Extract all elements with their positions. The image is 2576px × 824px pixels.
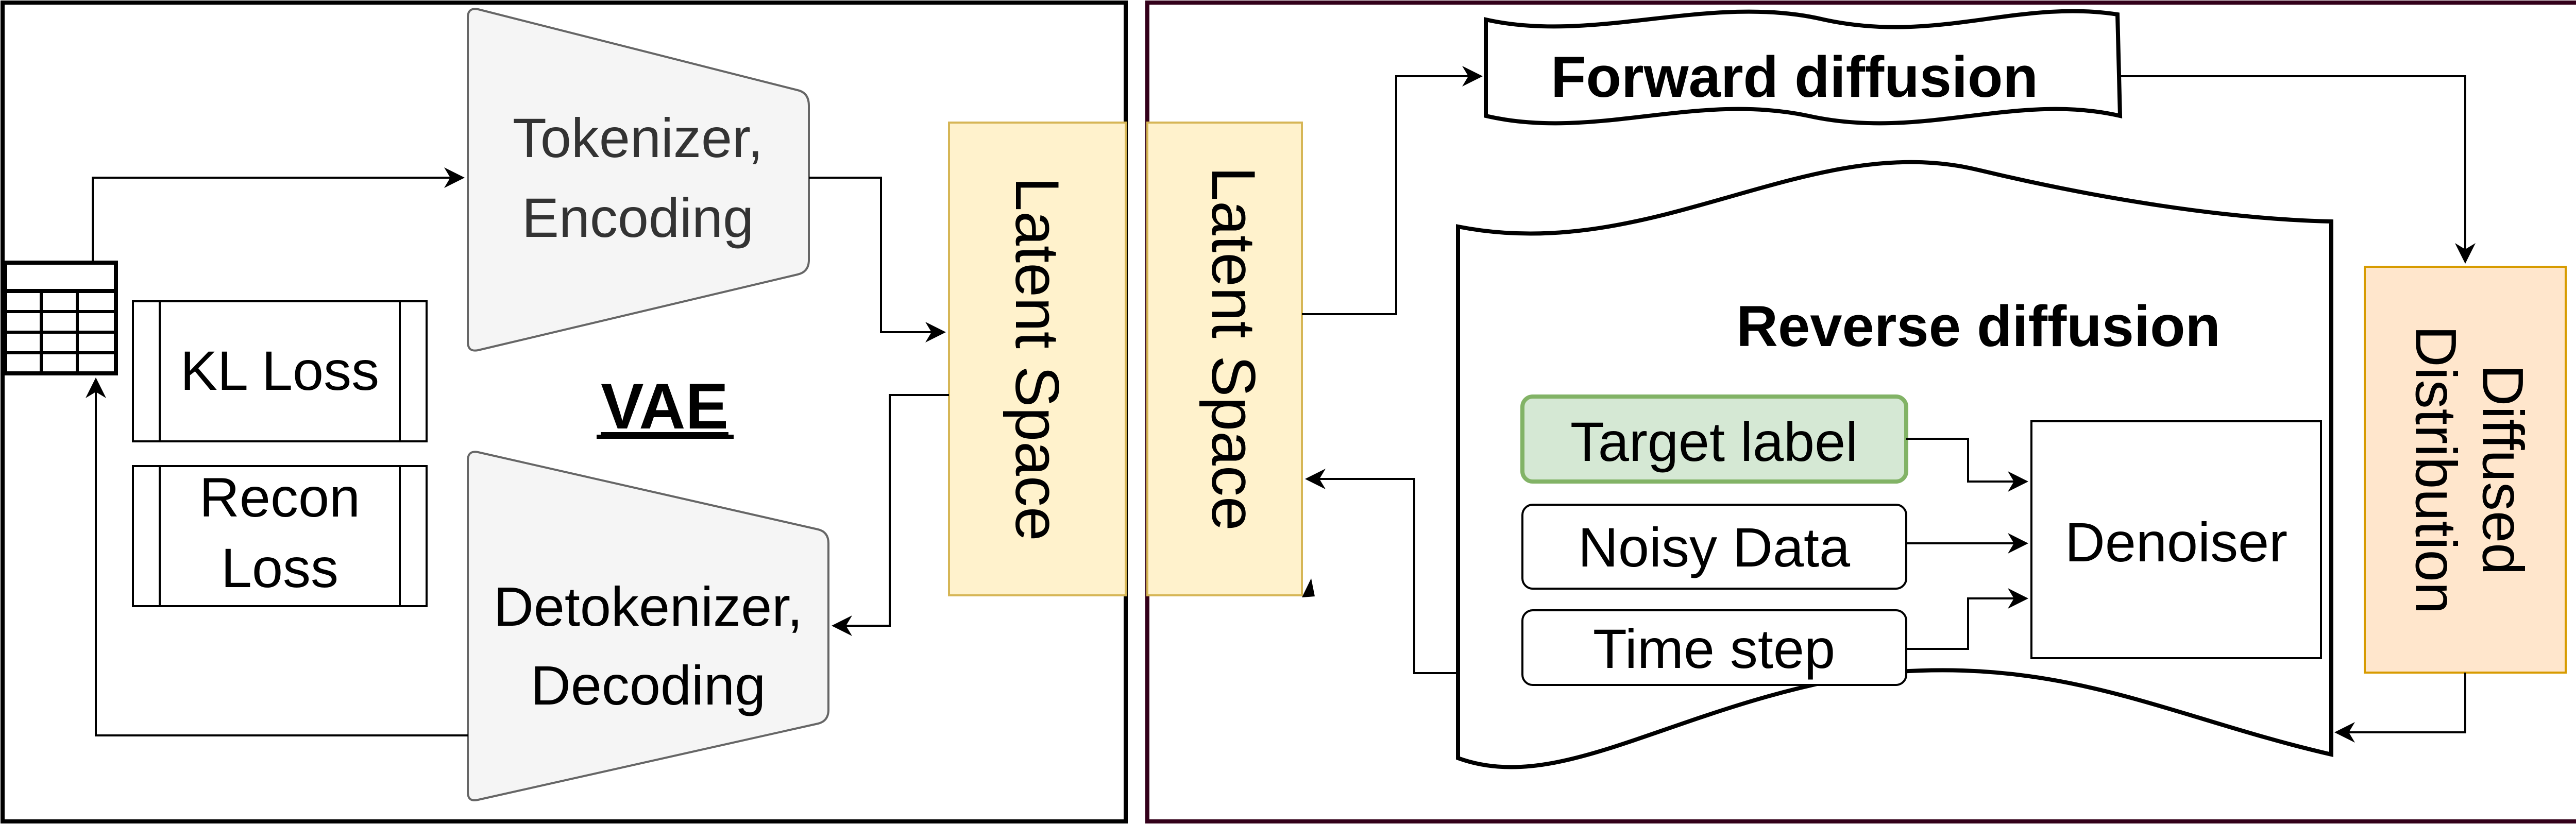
encoder-trapezoid xyxy=(467,8,810,352)
diffused-label-line-2: Distribution xyxy=(2404,325,2468,614)
arrow-reverse-to-latent xyxy=(1305,469,1458,674)
recon-loss-box xyxy=(132,465,428,607)
target-label-text: Target label xyxy=(1570,410,1858,473)
arrow-encoder-to-latent xyxy=(809,177,946,342)
diffused-distribution-box xyxy=(2364,266,2567,674)
denoiser-box xyxy=(2030,420,2322,659)
latent-space-left-box xyxy=(948,122,1127,596)
vae-title: VAE xyxy=(601,371,728,442)
latent-space-left-label: Latent Space xyxy=(1003,177,1072,541)
arrow-time-to-denoiser xyxy=(1906,588,2028,650)
diffused-label-line-1: Diffused xyxy=(2471,365,2535,575)
arrow-latent-to-forward xyxy=(1302,66,1483,315)
small-arrow-tick xyxy=(1302,578,1315,597)
kl-loss-label: KL Loss xyxy=(180,339,379,402)
reverse-diffusion-label: Reverse diffusion xyxy=(1736,294,2221,358)
noisy-data-box xyxy=(1521,504,1907,590)
arrow-latent-to-decoder xyxy=(832,394,949,636)
table-icon xyxy=(3,261,118,375)
forward-diffusion-shape xyxy=(1484,9,2123,126)
time-step-box xyxy=(1521,609,1907,686)
encoder-label-line-1: Tokenizer, xyxy=(513,107,763,169)
encoder-label-line-2: Encoding xyxy=(522,186,754,249)
decoder-label-line-1: Detokenizer, xyxy=(494,575,803,638)
kl-loss-box xyxy=(132,300,428,442)
arrow-forward-to-diffused xyxy=(2120,75,2476,264)
decoder-label-line-2: Decoding xyxy=(531,654,766,716)
arrow-target-to-denoiser xyxy=(1906,438,2028,492)
time-step-text: Time step xyxy=(1593,617,1835,680)
recon-loss-label-line-1: Recon xyxy=(199,466,360,528)
latent-space-right-box xyxy=(1146,122,1303,596)
forward-diffusion-label: Forward diffusion xyxy=(1551,45,2038,109)
latent-space-right-label: Latent Space xyxy=(1199,166,1268,530)
arrow-table-to-encoder xyxy=(92,167,465,263)
noisy-data-text: Noisy Data xyxy=(1578,516,1851,578)
arrow-diffused-to-reverse xyxy=(2334,673,2466,743)
denoiser-label: Denoiser xyxy=(2065,511,2287,573)
arrow-decoder-to-table xyxy=(86,377,468,736)
recon-loss-label-line-2: Loss xyxy=(221,537,338,599)
decoder-trapezoid xyxy=(467,451,829,801)
